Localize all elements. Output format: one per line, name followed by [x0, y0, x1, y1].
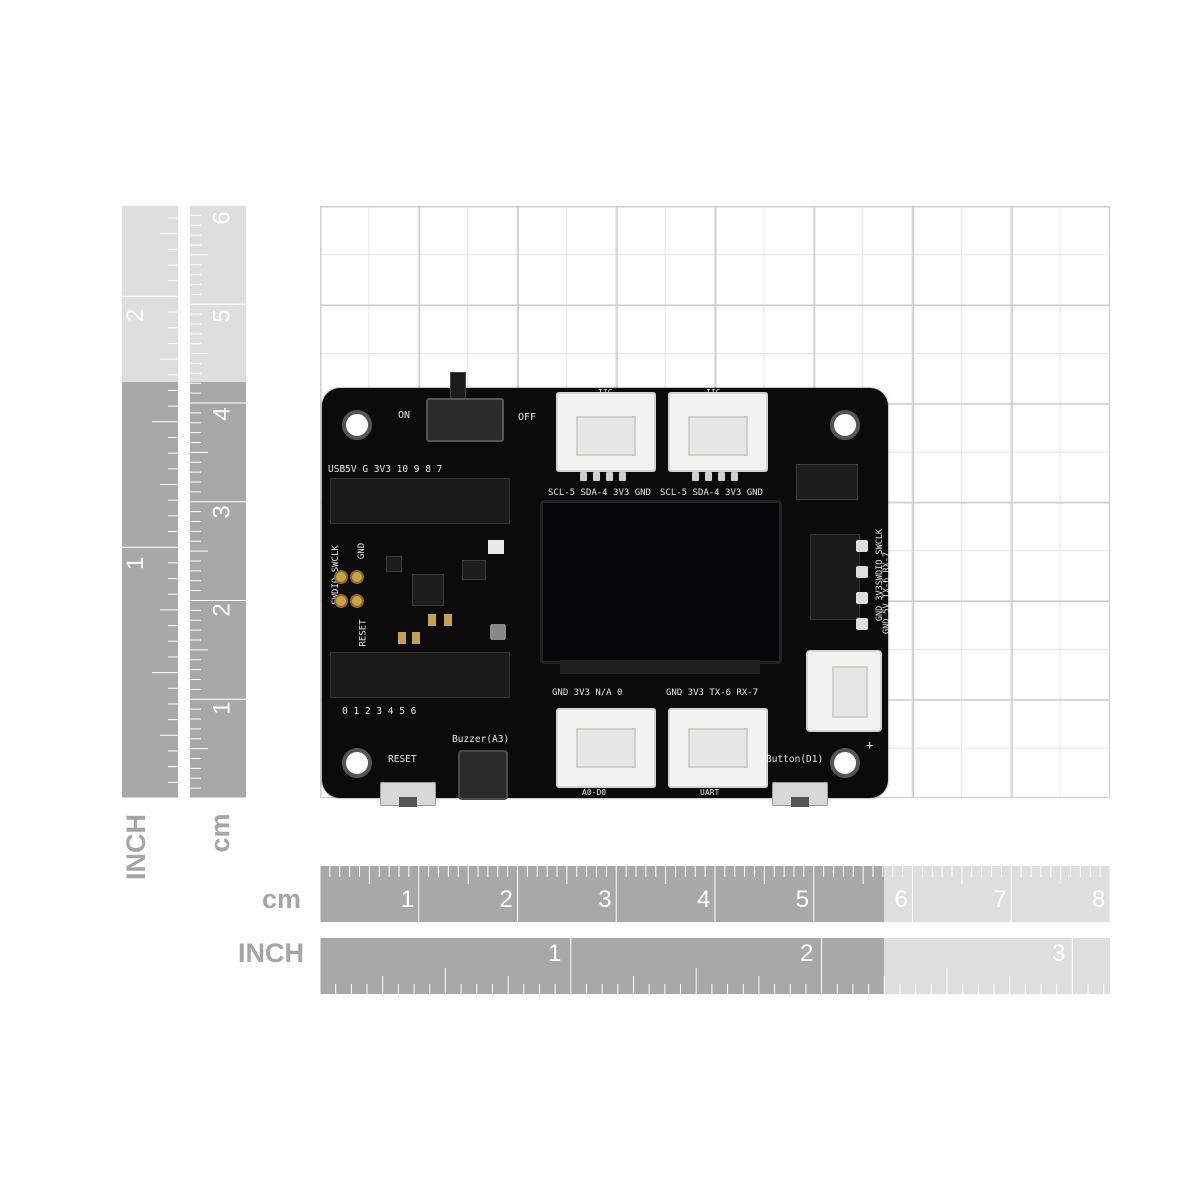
grove-a0-connector[interactable] — [556, 708, 656, 788]
bottom-cm-label: cm — [262, 884, 302, 914]
component — [428, 614, 436, 626]
inch-ruler-dark-segment — [122, 382, 178, 798]
mounting-hole-bottom-left — [342, 748, 372, 778]
oled-display — [540, 500, 782, 664]
bottom-inch-ruler-ticks — [320, 938, 1105, 994]
bottom-left-pin-labels: GND 3V3 N/A 0 — [552, 688, 623, 698]
bottom-cm-number-6: 6 — [894, 886, 908, 913]
battery-plus-label: + — [866, 738, 874, 752]
mounting-hole-bottom-right — [830, 748, 860, 778]
grove-uart-connector[interactable] — [668, 708, 768, 788]
bottom-cm-number-1: 1 — [400, 886, 415, 913]
bottom-inch-number-1: 1 — [548, 940, 562, 967]
ic-chip — [386, 556, 402, 572]
bottom-cm-number-5: 5 — [795, 886, 810, 913]
inch-ruler-number-2: 2 — [122, 308, 149, 322]
grove-iic-connector-2[interactable] — [668, 392, 768, 472]
user-button-label: Button(D1) — [766, 754, 824, 765]
right-vertical-labels-mid: GND 5V TX-6 RX-7 — [881, 552, 892, 634]
right-pin-header[interactable] — [810, 534, 860, 620]
bottom-inch-number-2: 2 — [800, 940, 814, 967]
bottom-cm-number-8: 8 — [1092, 886, 1106, 913]
cm-ruler-number-3: 3 — [208, 505, 236, 519]
led — [856, 540, 868, 552]
cm-ruler-label: cm — [205, 813, 235, 853]
cm-ruler-number-5: 5 — [208, 309, 236, 323]
oled-ribbon — [560, 660, 760, 674]
swd-pad — [334, 570, 348, 584]
user-button[interactable] — [772, 782, 828, 807]
grove-iic-connector-1[interactable] — [556, 392, 656, 472]
bottom-pin-header[interactable] — [330, 652, 510, 698]
swd-pad — [350, 570, 364, 584]
component — [444, 614, 452, 626]
reset-side-label: RESET — [358, 619, 369, 647]
mounting-hole-top-left — [342, 410, 372, 440]
ic-chip — [462, 560, 486, 580]
bottom-cm-number-4: 4 — [697, 886, 711, 913]
bottom-cm-number-3: 3 — [598, 886, 612, 913]
buzzer-label: Buzzer(A3) — [452, 734, 510, 745]
component — [398, 632, 406, 644]
ic-chip — [412, 574, 444, 606]
component — [490, 624, 506, 640]
cm-ruler-number-1: 1 — [208, 701, 236, 715]
swd-pad — [350, 594, 364, 608]
led — [856, 592, 868, 604]
battery-connector[interactable] — [806, 650, 882, 732]
bottom-cm-ruler-light-segment — [884, 866, 1110, 922]
gnd-label: GND — [357, 542, 368, 560]
top-pin-header[interactable] — [330, 478, 510, 524]
bottom-cm-number-7: 7 — [993, 886, 1007, 913]
bottom-cm-ruler-dark-segment — [320, 866, 884, 922]
bottom-right-pin-labels: GND 3V3 TX-6 RX-7 — [666, 688, 759, 698]
cm-ruler-number-4: 4 — [208, 407, 236, 421]
iic-1-pin-labels: SCL-5 SDA-4 3V3 GND — [548, 488, 651, 498]
iic-2-pin-labels: SCL-5 SDA-4 3V3 GND — [660, 488, 763, 498]
buzzer — [458, 750, 508, 800]
bottom-cm-ruler-ticks — [320, 866, 1110, 922]
ic-chip — [796, 464, 858, 500]
grove-uart-label: UART — [700, 788, 720, 797]
led — [856, 618, 868, 630]
switch-on-label: ON — [398, 410, 411, 421]
top-header-labels: USB5V G 3V3 10 9 8 7 — [328, 464, 443, 475]
led — [856, 566, 868, 578]
reset-button-label: RESET — [388, 754, 417, 765]
cm-ruler-ticks — [190, 214, 246, 798]
component — [412, 632, 420, 644]
mounting-hole-top-right — [830, 410, 860, 440]
power-switch[interactable] — [426, 398, 504, 442]
reset-button[interactable] — [380, 782, 436, 807]
inch-ruler-light-segment — [122, 206, 178, 382]
component — [488, 540, 504, 554]
cm-ruler-number-2: 2 — [208, 603, 236, 617]
inch-ruler-ticks — [122, 217, 178, 798]
inch-ruler-number-1: 1 — [122, 556, 149, 570]
grove-iic-1-pins — [580, 466, 632, 485]
grove-iic-2-pins — [692, 466, 744, 485]
grove-a0-label: A0-D0 — [582, 788, 607, 797]
bottom-inch-number-3: 3 — [1052, 940, 1066, 967]
switch-off-label: OFF — [518, 412, 537, 423]
inch-ruler-label: INCH — [121, 814, 151, 880]
bottom-inch-label: INCH — [238, 938, 304, 968]
bottom-cm-number-2: 2 — [499, 886, 513, 913]
swd-pad — [334, 594, 348, 608]
bottom-header-labels: 0 1 2 3 4 5 6 — [342, 706, 417, 717]
cm-ruler-number-6: 6 — [208, 211, 236, 225]
